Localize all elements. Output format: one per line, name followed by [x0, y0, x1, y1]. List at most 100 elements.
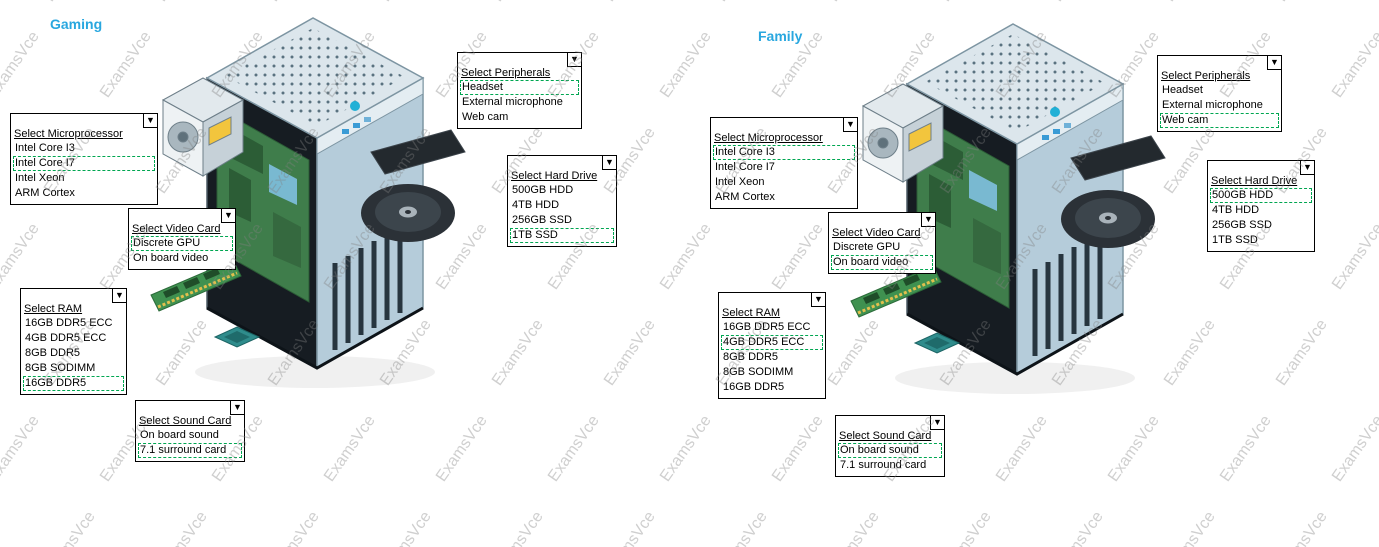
- dropdown-option[interactable]: 4GB DDR5 ECC: [25, 332, 107, 344]
- watermark-text: ExamsVce: [1216, 412, 1275, 485]
- dropdown-option[interactable]: 16GB DDR5: [723, 381, 785, 393]
- dropdown-option[interactable]: 7.1 surround card: [840, 459, 927, 471]
- dropdown-option[interactable]: Intel Xeon: [15, 172, 65, 184]
- watermark-text: ExamsVce: [1049, 0, 1108, 5]
- watermark-text: ExamsVce: [992, 412, 1051, 485]
- pc-tower-illustration-family: [845, 6, 1185, 406]
- dropdown-arrow-icon[interactable]: ▼: [567, 53, 581, 67]
- watermark-text: ExamsVce: [824, 508, 883, 547]
- gaming-peripherals-dropdown: ▼ Select Peripherals Headset External mi…: [457, 52, 582, 129]
- watermark-text: ExamsVce: [0, 412, 43, 485]
- watermark-text: ExamsVce: [713, 0, 772, 5]
- dropdown-header: Select Hard Drive: [1211, 175, 1298, 187]
- watermark-text: ExamsVce: [376, 508, 435, 547]
- watermark-text: ExamsVce: [0, 220, 43, 293]
- dropdown-option[interactable]: 1TB SSD: [1212, 234, 1258, 246]
- dropdown-header: Select RAM: [722, 307, 781, 319]
- watermark-text: ExamsVce: [544, 412, 603, 485]
- dropdown-option[interactable]: ARM Cortex: [715, 191, 775, 203]
- watermark-text: ExamsVce: [656, 220, 715, 293]
- dropdown-option[interactable]: External microphone: [1162, 99, 1263, 111]
- dropdown-option[interactable]: 16GB DDR5 ECC: [723, 321, 811, 333]
- dropdown-option[interactable]: 4TB HDD: [512, 199, 560, 211]
- dropdown-option[interactable]: On board video: [831, 255, 933, 270]
- panel-title-family: Family: [758, 28, 803, 44]
- dropdown-option[interactable]: On board sound: [838, 443, 942, 458]
- dropdown-option[interactable]: 8GB DDR5: [723, 351, 779, 363]
- dropdown-option[interactable]: Intel Core I3: [713, 145, 855, 160]
- dropdown-arrow-icon[interactable]: ▼: [143, 114, 157, 128]
- watermark-text: ExamsVce: [152, 508, 211, 547]
- watermark-text: ExamsVce: [656, 28, 715, 101]
- watermark-text: ExamsVce: [600, 316, 659, 389]
- pc-tower-illustration-gaming: [145, 0, 485, 400]
- watermark-text: ExamsVce: [936, 508, 995, 547]
- watermark-text: ExamsVce: [768, 412, 827, 485]
- dropdown-option[interactable]: 256GB SSD: [512, 214, 572, 226]
- dropdown-option[interactable]: 4TB HDD: [1212, 204, 1260, 216]
- dropdown-option[interactable]: On board video: [133, 252, 209, 264]
- dropdown-option[interactable]: Intel Xeon: [715, 176, 765, 188]
- dropdown-option[interactable]: Discrete GPU: [131, 236, 233, 251]
- watermark-text: ExamsVce: [432, 412, 491, 485]
- dropdown-option[interactable]: Intel Core I7: [13, 156, 155, 171]
- dropdown-option[interactable]: Headset: [460, 80, 579, 95]
- dropdown-option[interactable]: 7.1 surround card: [138, 443, 242, 458]
- watermark-text: ExamsVce: [1161, 0, 1220, 5]
- dropdown-option[interactable]: Intel Core I7: [715, 161, 775, 173]
- dropdown-option[interactable]: Web cam: [1160, 113, 1279, 128]
- dropdown-option[interactable]: External microphone: [462, 96, 563, 108]
- watermark-text: ExamsVce: [320, 412, 379, 485]
- watermark-text: ExamsVce: [1328, 412, 1379, 485]
- dropdown-arrow-icon[interactable]: ▼: [1267, 56, 1281, 70]
- dropdown-header: Select RAM: [24, 303, 83, 315]
- dropdown-option[interactable]: 8GB SODIMM: [723, 366, 794, 378]
- dropdown-arrow-icon[interactable]: ▼: [230, 401, 244, 415]
- family-hard-drive-dropdown: ▼ Select Hard Drive 500GB HDD 4TB HDD 25…: [1207, 160, 1315, 252]
- dropdown-option[interactable]: ARM Cortex: [15, 187, 75, 199]
- dropdown-option[interactable]: Web cam: [462, 111, 509, 123]
- family-microprocessor-dropdown: ▼ Select Microprocessor Intel Core I3 In…: [710, 117, 858, 209]
- dropdown-arrow-icon[interactable]: ▼: [112, 289, 126, 303]
- dropdown-header: Select Sound Card: [139, 415, 232, 427]
- dropdown-option[interactable]: Headset: [1162, 84, 1203, 96]
- watermark-text: ExamsVce: [1048, 508, 1107, 547]
- watermark-text: ExamsVce: [488, 508, 547, 547]
- family-video-card-dropdown: ▼ Select Video Card Discrete GPU On boar…: [828, 212, 936, 274]
- dropdown-arrow-icon[interactable]: ▼: [1300, 161, 1314, 175]
- dropdown-arrow-icon[interactable]: ▼: [921, 213, 935, 227]
- watermark-text: ExamsVce: [600, 508, 659, 547]
- dropdown-option[interactable]: Intel Core I3: [15, 142, 75, 154]
- dropdown-option[interactable]: 500GB HDD: [512, 184, 574, 196]
- dropdown-option[interactable]: Discrete GPU: [833, 241, 901, 253]
- dropdown-option[interactable]: 16GB DDR5: [23, 376, 124, 391]
- dropdown-option[interactable]: 16GB DDR5 ECC: [25, 317, 113, 329]
- watermark-text: ExamsVce: [1272, 316, 1331, 389]
- panel-title-gaming: Gaming: [50, 16, 103, 32]
- dropdown-option[interactable]: 8GB SODIMM: [25, 362, 96, 374]
- dropdown-option[interactable]: On board sound: [140, 429, 219, 441]
- dropdown-header: Select Microprocessor: [14, 128, 123, 140]
- watermark-text: ExamsVce: [656, 412, 715, 485]
- dropdown-arrow-icon[interactable]: ▼: [602, 156, 616, 170]
- dropdown-header: Select Hard Drive: [511, 170, 598, 182]
- watermark-text: ExamsVce: [1160, 508, 1219, 547]
- watermark-text: ExamsVce: [489, 0, 548, 5]
- dropdown-option[interactable]: 4GB DDR5 ECC: [721, 335, 823, 350]
- dropdown-arrow-icon[interactable]: ▼: [811, 293, 825, 307]
- watermark-text: ExamsVce: [1328, 220, 1379, 293]
- watermark-text: ExamsVce: [1273, 0, 1332, 5]
- family-ram-dropdown: ▼ Select RAM 16GB DDR5 ECC 4GB DDR5 ECC …: [718, 292, 826, 399]
- dropdown-arrow-icon[interactable]: ▼: [221, 209, 235, 223]
- dropdown-header: Select Video Card: [832, 227, 921, 239]
- dropdown-option[interactable]: 256GB SSD: [1212, 219, 1272, 231]
- watermark-text: ExamsVce: [488, 316, 547, 389]
- dropdown-header: Select Video Card: [132, 223, 221, 235]
- dropdown-option[interactable]: 500GB HDD: [1210, 188, 1312, 203]
- dropdown-arrow-icon[interactable]: ▼: [843, 118, 857, 132]
- dropdown-option[interactable]: 1TB SSD: [510, 228, 614, 243]
- dropdown-option[interactable]: 8GB DDR5: [25, 347, 81, 359]
- watermark-text: ExamsVce: [0, 28, 43, 101]
- dropdown-arrow-icon[interactable]: ▼: [930, 416, 944, 430]
- gaming-microprocessor-dropdown: ▼ Select Microprocessor Intel Core I3 In…: [10, 113, 158, 205]
